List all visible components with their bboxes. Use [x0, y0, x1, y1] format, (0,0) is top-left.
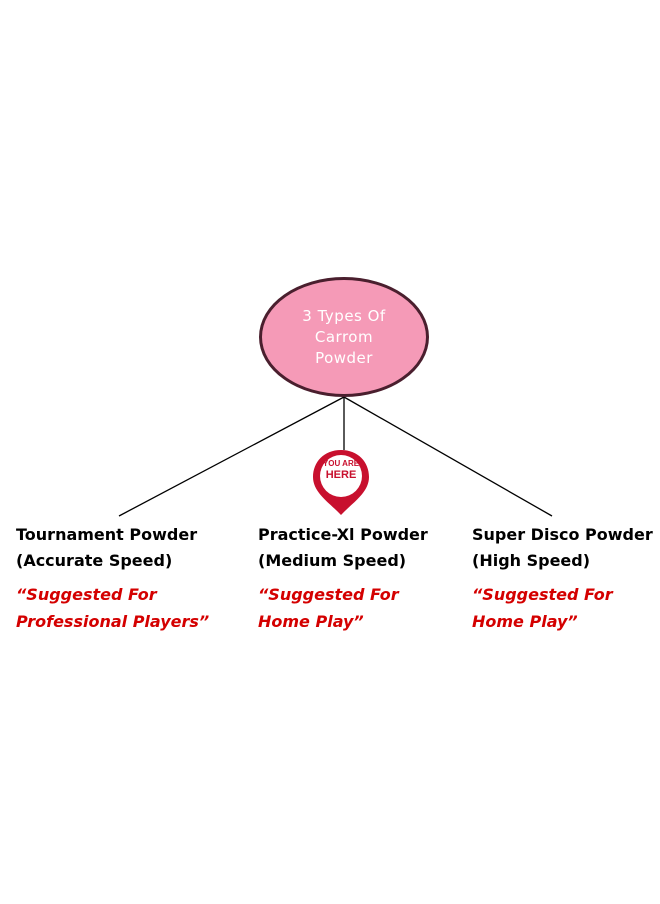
branch-title: Practice-Xl Powder [258, 525, 428, 544]
location-pin-icon [313, 450, 369, 515]
marker-text-line1: YOU ARE [322, 459, 360, 468]
branch-note-line2: Home Play” [258, 612, 364, 631]
branch-subtitle: (Medium Speed) [258, 551, 407, 570]
root-label: 3 Types Of Carrom Powder [284, 306, 404, 369]
you-are-here-label: YOU ARE HERE [306, 459, 376, 481]
branch-title: Super Disco Powder [472, 525, 653, 544]
branch-subtitle: (Accurate Speed) [16, 551, 173, 570]
branch-note: “Suggested For Home Play” [258, 581, 473, 635]
branch-title: Tournament Powder [16, 525, 198, 544]
marker-text-line2: HERE [325, 469, 357, 481]
branch-note: “Suggested For Home Play” [472, 581, 656, 635]
branch-note-line2: Home Play” [472, 612, 578, 631]
branch-super-disco: Super Disco Powder (High Speed) “Suggest… [472, 522, 656, 635]
branch-tournament: Tournament Powder (Accurate Speed) “Sugg… [16, 522, 231, 635]
branch-note-line1: “Suggested For [258, 585, 399, 604]
branch-note-line2: Professional Players” [16, 612, 210, 631]
connector-to-tournament [118, 396, 345, 517]
branch-note-line1: “Suggested For [472, 585, 613, 604]
you-are-here-marker: YOU ARE HERE [306, 447, 376, 517]
branch-practice-xl: Practice-Xl Powder (Medium Speed) “Sugge… [258, 522, 473, 635]
connector-to-super-disco [343, 396, 553, 517]
root-label-line1: 3 Types Of [302, 306, 386, 325]
root-node-ellipse: 3 Types Of Carrom Powder [259, 277, 429, 397]
branch-note-line1: “Suggested For [16, 585, 157, 604]
branch-subtitle: (High Speed) [472, 551, 591, 570]
branch-note: “Suggested For Professional Players” [16, 581, 231, 635]
root-label-line2: Carrom Powder [314, 327, 374, 367]
